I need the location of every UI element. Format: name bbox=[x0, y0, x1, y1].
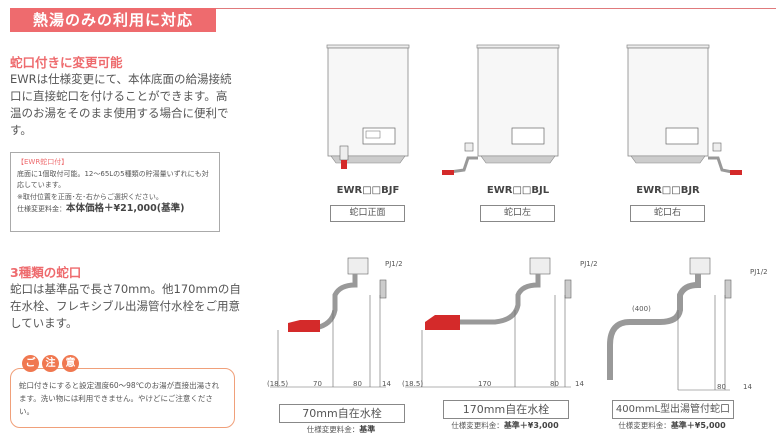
pj-label: PJ1/2 bbox=[385, 260, 403, 268]
caution-badge: ご bbox=[22, 355, 39, 372]
spec-tag: 【EWR蛇口付】 bbox=[17, 158, 69, 166]
dim-label: (18.5) bbox=[402, 380, 424, 388]
dim-label: 80 bbox=[717, 383, 726, 391]
model-code: EWR□□BJR bbox=[636, 185, 700, 196]
caution-badge: 意 bbox=[62, 355, 79, 372]
section1-title: 蛇口付きに変更可能 bbox=[10, 55, 123, 70]
faucet-price: 仕様変更料金：基準 bbox=[306, 425, 376, 434]
caution-badge: 注 bbox=[42, 355, 59, 372]
section2-body: 蛇口は基準品で長さ70mm。他170mmの自在水栓、フレキシブル出湯管付水栓をご… bbox=[10, 282, 241, 330]
section-header: 熱湯のみの利用に対応 bbox=[10, 8, 216, 32]
heater-right-faucet-illustration bbox=[626, 44, 742, 175]
faucet-400mm-diagram bbox=[607, 257, 732, 391]
spec-price-label: 仕様変更料金： bbox=[17, 205, 66, 213]
heater-front-faucet-illustration bbox=[326, 44, 410, 169]
faucet-price: 仕様変更料金：基準＋¥3,000 bbox=[451, 421, 559, 430]
faucet-170mm-diagram bbox=[405, 257, 572, 388]
dim-label: 80 bbox=[353, 380, 362, 388]
dim-label: (400) bbox=[632, 305, 651, 313]
pj-label: PJ1/2 bbox=[750, 268, 768, 276]
caution-box: 蛇口付きにすると設定温度60～98℃のお湯が直接出湯されます。洗い物には利用でき… bbox=[10, 368, 235, 428]
dim-label: 14 bbox=[743, 383, 752, 391]
dim-label: 170 bbox=[478, 380, 492, 388]
model-label: 蛇口右 bbox=[630, 205, 705, 222]
model-code: EWR□□BJL bbox=[486, 185, 550, 196]
dim-label: 14 bbox=[382, 380, 391, 388]
faucet-name: 70mm自在水栓 bbox=[279, 404, 405, 423]
faucet-name: 170mm自在水栓 bbox=[443, 400, 569, 419]
faucet-70mm-diagram bbox=[270, 257, 387, 388]
caution-badges: ご 注 意 bbox=[22, 355, 79, 372]
spec-line2: ※取付位置を正面･左･右からご選択ください。 bbox=[17, 192, 163, 201]
dim-label: 14 bbox=[575, 380, 584, 388]
section2-title: 3種類の蛇口 bbox=[10, 265, 82, 280]
header-rule bbox=[216, 8, 776, 9]
water-heater-illustrations bbox=[326, 44, 742, 175]
heater-left-faucet-illustration bbox=[442, 44, 560, 175]
faucet-name: 400mmL型出湯管付蛇口 bbox=[612, 400, 734, 419]
dim-label: 70 bbox=[313, 380, 322, 388]
section1-body: EWRは仕様変更にて、本体底面の給湯接続口に直接蛇口を付けることができます。高温… bbox=[10, 72, 232, 137]
model-code: EWR□□BJF bbox=[336, 185, 400, 196]
model-label: 蛇口正面 bbox=[330, 205, 405, 222]
caution-text: 蛇口付きにすると設定温度60～98℃のお湯が直接出湯されます。洗い物には利用でき… bbox=[19, 381, 220, 416]
faucet-dimension-diagrams bbox=[270, 257, 732, 391]
spec-box: 【EWR蛇口付】 底面に1個取付可能。12～65Lの5種類の貯湯量いずれにも対応… bbox=[10, 152, 220, 232]
dim-label: 80 bbox=[550, 380, 559, 388]
model-label: 蛇口左 bbox=[480, 205, 555, 222]
spec-price-value: 本体価格＋¥21,000(基準) bbox=[66, 203, 185, 214]
dim-label: (18.5) bbox=[267, 380, 289, 388]
spec-line1: 底面に1個取付可能。12～65Lの5種類の貯湯量いずれにも対応しています。 bbox=[17, 169, 209, 190]
faucet-price: 仕様変更料金：基準＋¥5,000 bbox=[618, 421, 726, 430]
pj-label: PJ1/2 bbox=[580, 260, 598, 268]
